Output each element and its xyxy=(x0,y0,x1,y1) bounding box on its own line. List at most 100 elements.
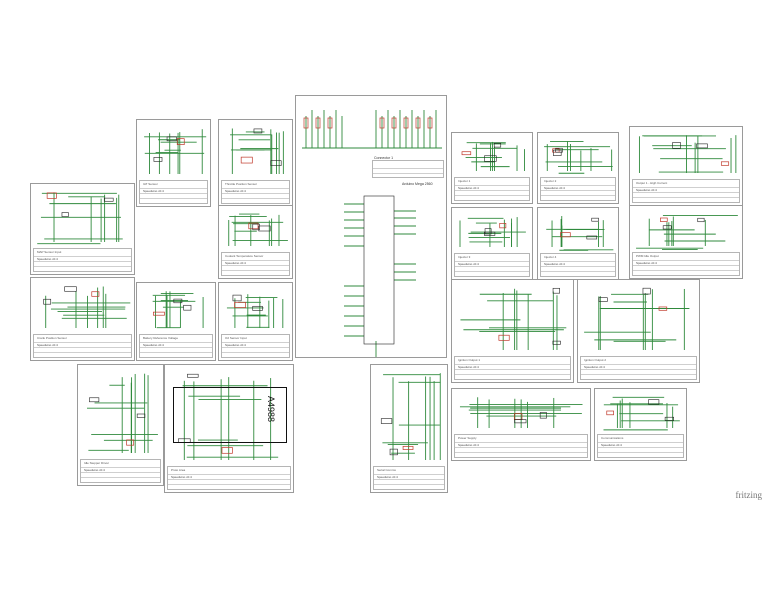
comm-schematic xyxy=(603,396,680,431)
map-title: MAP Sensor Input xyxy=(37,250,62,254)
hsout-schematic xyxy=(638,135,737,173)
misc-project: Speeduino v0.4 xyxy=(377,475,398,479)
crank-schematic xyxy=(43,286,131,328)
inj3-title-block: Injector 3 Speeduino v0.4 xyxy=(454,253,530,277)
ign2-title-block: Ignition Output 2 Speeduino v0.4 xyxy=(580,356,697,380)
o2-project: Speeduino v0.4 xyxy=(225,343,246,347)
sheet-inj1: Injector 1 Speeduino v0.4 xyxy=(451,132,533,204)
iat-schematic xyxy=(144,129,207,174)
o2-schematic xyxy=(226,294,284,328)
crank-title: Crank Position Sensor xyxy=(37,336,67,340)
main-sub-label: Arduino Mega 2560 xyxy=(402,182,433,186)
power-schematic xyxy=(459,397,583,428)
battery-title: Battery Reference Voltage xyxy=(143,336,179,340)
sheet-inj3: Injector 3 Speeduino v0.4 xyxy=(451,207,533,280)
inj4-schematic xyxy=(546,216,614,251)
inj3-schematic xyxy=(459,217,526,247)
power-title: Power Supply xyxy=(458,436,477,440)
proto-schematic xyxy=(178,373,279,460)
ign2-project: Speeduino v0.4 xyxy=(584,365,605,369)
ign2-schematic xyxy=(584,287,690,350)
inj3-title: Injector 3 xyxy=(458,255,471,259)
inj3-project: Speeduino v0.4 xyxy=(458,262,479,266)
throttle-project: Speeduino v0.4 xyxy=(225,189,246,193)
a4988-label: A4988 xyxy=(265,395,276,423)
inj4-title: Injector 4 xyxy=(544,255,557,259)
ign1-title-block: Ignition Output 1 Speeduino v0.4 xyxy=(454,356,571,380)
fritzing-logo: fritzing xyxy=(735,490,763,500)
crank-project: Speeduino v0.4 xyxy=(37,343,58,347)
inj2-schematic xyxy=(544,141,613,174)
inj2-project: Speeduino v0.4 xyxy=(544,186,565,190)
inj2-title: Injector 2 xyxy=(544,179,557,183)
map-project: Speeduino v0.4 xyxy=(37,257,58,261)
idle-schematic xyxy=(87,373,158,453)
o2-title: O2 Sensor Input xyxy=(225,336,247,340)
comm-project: Speeduino v0.4 xyxy=(601,443,622,447)
iat-project: Speeduino v0.4 xyxy=(143,189,164,193)
iat-title: IAT Sensor xyxy=(143,182,158,186)
inj1-project: Speeduino v0.4 xyxy=(458,186,479,190)
idle-project: Speeduino v0.4 xyxy=(84,468,105,472)
idle-title: Idle Stepper Driver xyxy=(84,461,110,465)
pwm-project: Speeduino v0.4 xyxy=(636,261,657,265)
pwm-title: PWM Idle Output xyxy=(636,254,659,258)
throttle-title: Throttle Position Sensor xyxy=(225,182,258,186)
ign2-title: Ignition Output 2 xyxy=(584,358,607,362)
ign1-title: Ignition Output 1 xyxy=(458,358,481,362)
pwm-schematic xyxy=(636,215,738,250)
sheet-inj2: Injector 2 Speeduino v0.4 xyxy=(537,132,619,204)
power-project: Speeduino v0.4 xyxy=(458,443,479,447)
temp-title: Coolant Temperature Sensor xyxy=(225,254,264,258)
hsout-project: Speeduino v0.4 xyxy=(636,188,657,192)
main-connector-label: Connector 1 xyxy=(374,156,394,160)
throttle-schematic xyxy=(230,128,284,174)
inj2-title-block: Injector 2 Speeduino v0.4 xyxy=(540,177,616,201)
battery-project: Speeduino v0.4 xyxy=(143,343,164,347)
comm-title: Communications xyxy=(601,436,624,440)
a4988-chip: A4988 xyxy=(173,387,287,443)
misc-schematic xyxy=(380,373,441,460)
temp-project: Speeduino v0.4 xyxy=(225,261,246,265)
ign1-project: Speeduino v0.4 xyxy=(458,365,479,369)
ign1-schematic xyxy=(460,287,567,350)
inj1-title: Injector 1 xyxy=(458,179,471,183)
proto-title: Proto Area xyxy=(171,468,186,472)
hsout-title: Output 1 - High Current xyxy=(636,181,668,185)
battery-schematic xyxy=(152,291,204,329)
map-schematic xyxy=(37,192,123,245)
sheet-ign1: Ignition Output 1 Speeduino v0.4 xyxy=(451,279,574,383)
proto-project: Speeduino v0.4 xyxy=(171,475,192,479)
misc-title: Serial Comms xyxy=(377,468,396,472)
sheet-ign2: Ignition Output 2 Speeduino v0.4 xyxy=(577,279,700,383)
sheet-main: Connector 1 Speeduino v0.4 Arduino Mega … xyxy=(295,95,447,358)
